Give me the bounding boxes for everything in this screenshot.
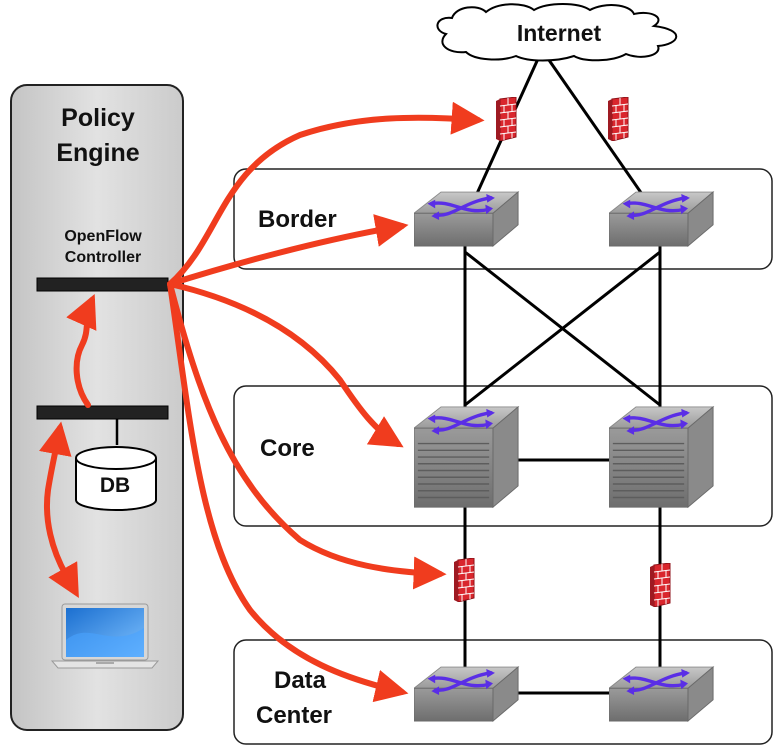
datacenter-label-line1: Data <box>274 667 327 694</box>
border-label: Border <box>258 206 337 233</box>
policy-bus-bar <box>36 405 169 420</box>
control-arrows <box>39 101 485 703</box>
database-icon <box>75 446 157 511</box>
arrow-to-dc-switch <box>167 281 409 703</box>
controller-label-line1: OpenFlow <box>64 228 142 245</box>
arrow-to-core-switch <box>167 281 404 448</box>
policy-engine-title-line1: Policy <box>61 104 135 132</box>
cloud-icon <box>436 3 678 62</box>
network-links <box>463 49 662 700</box>
policy-engine-title-line2: Engine <box>56 139 139 167</box>
openflow-controller-bar <box>36 277 169 292</box>
database-label: DB <box>100 474 130 497</box>
internet-label: Internet <box>517 20 602 46</box>
arrow-laptop-to-bus <box>39 421 79 599</box>
arrow-to-dc-firewall <box>167 281 447 590</box>
firewall-icon <box>454 558 475 602</box>
arrow-to-firewall <box>167 101 485 287</box>
core-switch-icon <box>414 405 520 509</box>
firewall-icon <box>496 97 517 141</box>
laptop-icon <box>50 603 160 669</box>
firewall-icon <box>608 97 629 141</box>
controller-label-line2: Controller <box>65 249 141 266</box>
core-label: Core <box>260 435 315 462</box>
core-switch-icon <box>609 405 715 509</box>
firewall-icon <box>650 563 671 607</box>
datacenter-label-line2: Center <box>256 702 332 729</box>
arrow-bus-to-controller <box>66 293 97 408</box>
arrow-to-border-switch <box>167 214 409 287</box>
